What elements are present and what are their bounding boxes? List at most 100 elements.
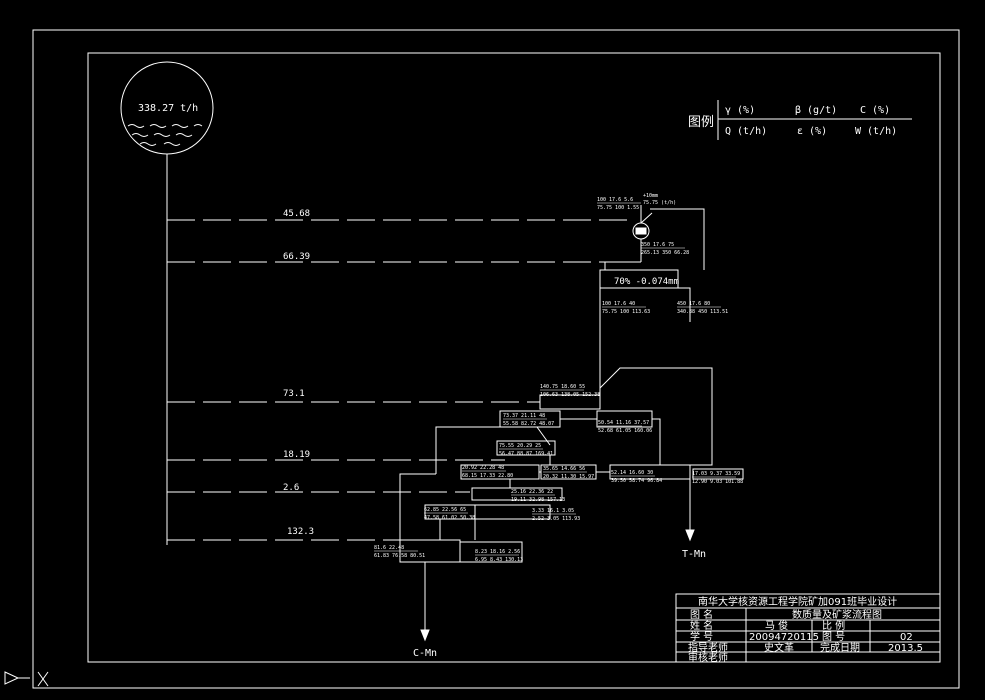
branch-lines: [167, 219, 635, 541]
screen-tag: +10mm: [643, 193, 658, 199]
data-box-bottom: 20.32 11.30 15.97: [543, 474, 594, 480]
data-box-bottom: 75.75 100 1.55: [597, 205, 639, 211]
data-box: 140.75 18.60 55 106.63 138.05 152.38: [540, 384, 600, 398]
data-box-bottom: 61.83 76.58 80.51: [374, 553, 425, 559]
feed-bin: 338.27 t/h: [120, 61, 214, 155]
tb-title: 南华大学核资源工程学院矿加091班毕业设计: [698, 595, 897, 608]
data-box: 3.33 16.1 3.052.52 3.05 113.93: [532, 508, 580, 522]
tb-fig-no-label: 图 号: [822, 631, 845, 643]
data-box-top: 100 17.6 5.6: [597, 197, 633, 203]
data-box: 350 17.6 75 265.13 350 66.28: [641, 242, 689, 256]
tb-fig-no: 02: [900, 632, 913, 643]
flotation-cells: [399, 367, 744, 563]
title-block: [675, 593, 941, 663]
tb-name: 马 俊: [765, 619, 788, 632]
outer-frame: [32, 29, 960, 689]
ucs-icon: [4, 671, 49, 687]
legend-w: W (t/h): [855, 126, 897, 137]
legend-q: Q (t/h): [725, 126, 767, 137]
data-box-bottom: 6.95 8.43 130.13: [475, 557, 523, 563]
grinding-label: 70% -0.074mm: [614, 277, 679, 287]
flow-label-6: 132.3: [287, 527, 314, 537]
data-box-bottom: 340.88 450 113.51: [677, 309, 728, 315]
legend-epsilon: ε (%): [797, 126, 827, 137]
flow-label-4: 18.19: [283, 450, 310, 460]
tb-name-label: 姓 名: [690, 619, 713, 632]
data-box-top: 17.03 9.37 33.59: [692, 471, 740, 477]
data-box: 20.92 22.28 48 68.15 17.33 22.80: [462, 465, 513, 479]
cell-cleaner-1: [496, 440, 556, 456]
screening-unit: [604, 205, 705, 270]
cell-cleaner-3: [471, 487, 563, 501]
data-box-top: 140.75 18.60 55: [540, 384, 585, 390]
data-box-top: 100 17.6 40: [602, 301, 635, 307]
data-box-bottom: 19.11 32.98 157.13: [511, 497, 565, 503]
tb-date: 2013.5: [888, 643, 923, 654]
data-box-top: 450 17.6 80: [677, 301, 710, 307]
data-box-bottom: 39.50 58.74 96.84: [611, 478, 662, 484]
data-box: 50.54 11.16 37.57 52.68 61.05 160.06: [598, 420, 652, 434]
data-box-top: 73.37 21.11 48: [503, 413, 545, 419]
flow-label-3: 73.1: [283, 389, 305, 399]
legend-gamma: γ (%): [725, 105, 755, 116]
data-box-top: 20.92 22.28 48: [462, 465, 504, 471]
data-box: 100 17.6 40 75.75 100 113.63: [602, 301, 650, 315]
grinding-unit: [599, 269, 691, 395]
data-box-bottom: 2.52 3.05 113.93: [532, 516, 580, 522]
legend-beta: β (g/t): [795, 105, 837, 116]
data-box: 100 17.6 5.6 75.75 100 1.55: [597, 197, 641, 211]
tb-advisor-label: 指导老师: [688, 641, 728, 654]
cell-scavenger-4: [692, 468, 744, 480]
data-box-top: 35.65 14.66 56: [543, 466, 585, 472]
screen-sub: 75.75 (t/h): [643, 200, 676, 206]
data-box-bottom: 68.15 17.33 22.80: [462, 473, 513, 479]
cell-final-2: [459, 541, 523, 563]
data-box-bottom: 47.58 61.02 50.38: [424, 515, 475, 521]
output-cmn: C-Mn: [413, 648, 437, 659]
data-box-top: 8.23 18.16 2.56: [475, 549, 520, 555]
data-box-top: 25.16 22.36 22: [511, 489, 553, 495]
data-box-bottom: 12.90 9.03 101.88: [692, 479, 743, 485]
tb-reviewer-label: 审核老师: [688, 651, 728, 664]
tb-student-no: 20094720115: [749, 632, 819, 643]
data-box: 8.23 18.16 2.56 6.95 8.43 130.13: [475, 549, 523, 563]
tb-drawing-name-label: 图 名: [690, 608, 713, 621]
output-arrows: [420, 479, 695, 642]
data-box-top: 75.55 20.29 25: [499, 443, 541, 449]
data-box: 75.55 20.29 25 56.47 88.87 169.41: [499, 443, 553, 457]
feed-rate-label: 338.27 t/h: [138, 103, 198, 114]
data-box-bottom: 106.63 138.05 152.38: [540, 392, 600, 398]
data-box-bottom: 56.47 88.87 169.41: [499, 451, 553, 457]
flow-label-1: 45.68: [283, 209, 310, 219]
data-box: 35.65 14.66 56 20.32 11.30 15.97: [543, 466, 594, 480]
data-box: 25.16 22.36 22 19.11 32.98 157.13: [511, 489, 565, 503]
data-box-bottom: 265.13 350 66.28: [641, 250, 689, 256]
data-box: 17.03 9.37 33.59 12.90 9.03 101.88: [692, 471, 743, 485]
tb-student-no-label: 学 号: [690, 630, 713, 643]
tb-scale-label: 比 例: [822, 619, 845, 632]
cell-recleaner: [474, 504, 551, 520]
data-box-bottom: 52.68 61.05 160.06: [598, 428, 652, 434]
data-box: 73.37 21.11 48 55.58 82.72 48.07: [503, 413, 554, 427]
data-boxes: 100 17.6 5.6 75.75 100 1.55 350 17.6 75 265…: [374, 197, 743, 563]
output-tmn: T-Mn: [682, 549, 706, 560]
tb-date-label: 完成日期: [820, 641, 860, 654]
inner-frame: [87, 52, 941, 663]
data-box-top: 52.14 16.60 30: [611, 470, 653, 476]
data-box: 62.85 22.56 65 47.58 61.02 50.38: [424, 507, 475, 521]
data-box: 81.6 22.48 61.83 76.58 80.51: [374, 545, 425, 559]
data-box-top: 62.85 22.56 65: [424, 507, 466, 513]
flow-label-5: 2.6: [283, 483, 299, 493]
data-box-top: 350 17.6 75: [641, 242, 674, 248]
data-box-bottom: 55.58 82.72 48.07: [503, 421, 554, 427]
flow-label-2: 66.39: [283, 252, 310, 262]
data-box-top: 50.54 11.16 37.57: [598, 420, 649, 426]
data-box-bottom: 75.75 100 113.63: [602, 309, 650, 315]
data-box-top: 81.6 22.48: [374, 545, 404, 551]
tb-drawing-name: 数质量及矿浆流程图: [792, 608, 882, 621]
tb-advisor: 史文革: [764, 641, 794, 654]
legend-c: C (%): [860, 105, 890, 116]
data-box: 52.14 16.60 30 39.50 58.74 96.84: [611, 470, 662, 484]
data-box: 450 17.6 80 340.88 450 113.51: [677, 301, 728, 315]
